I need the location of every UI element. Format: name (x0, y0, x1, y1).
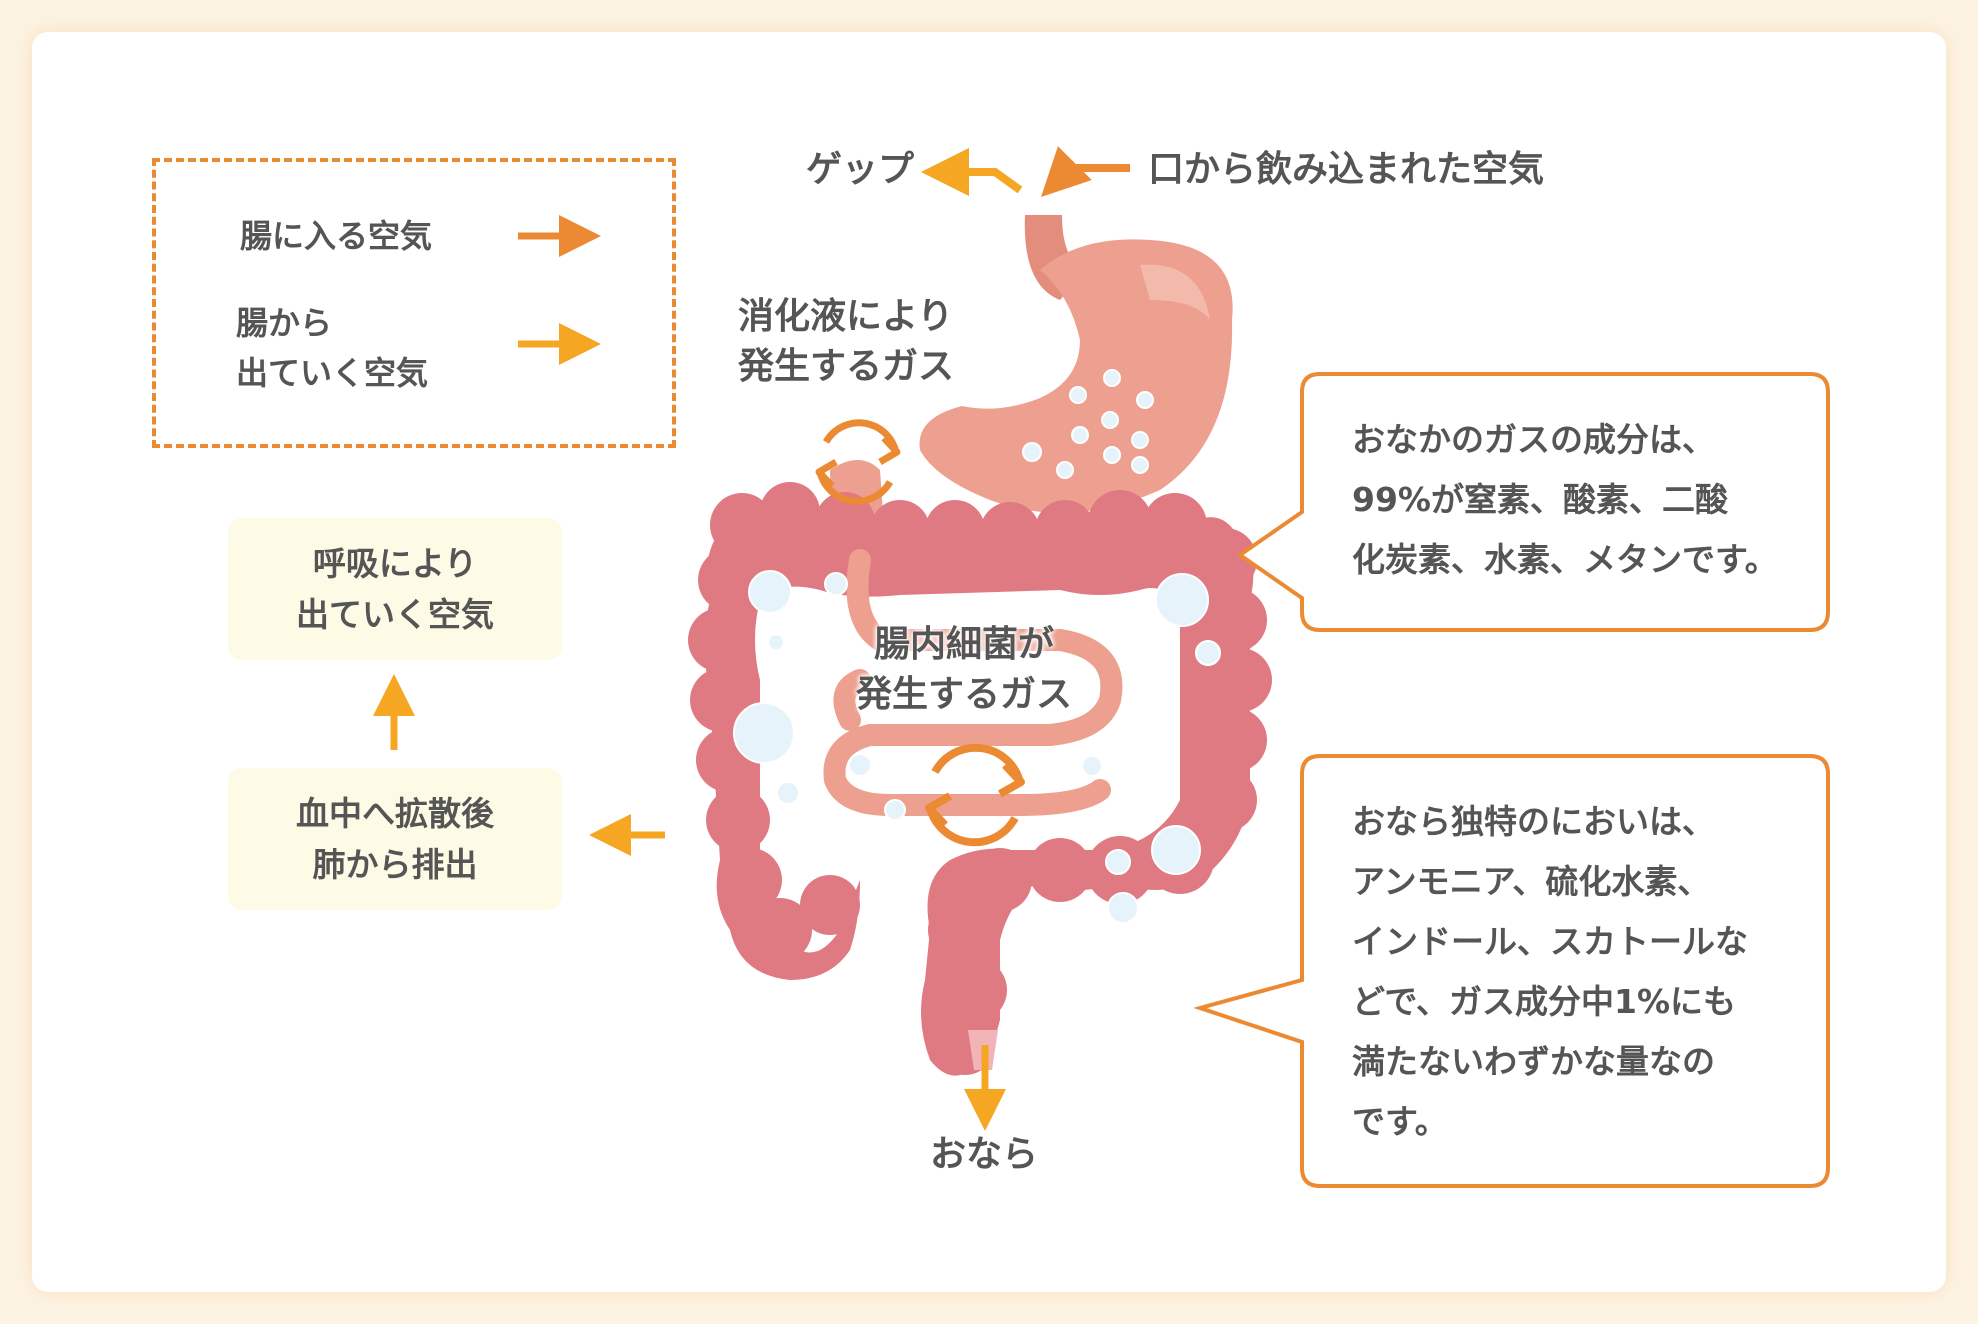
odor-callout-frame (1193, 754, 1830, 1188)
swallowed-air-label: 口から飲み込まれた空気 (1148, 149, 1545, 190)
digestive-gas-label: 消化液により 発生するガス (738, 296, 955, 387)
blood-note: 血中へ拡散後 肺から排出 (228, 768, 562, 910)
burp-label: ゲップ (806, 149, 915, 190)
legend-box (152, 158, 676, 448)
composition-callout-frame (1236, 372, 1830, 632)
composition-callout-text: おなかのガスの成分は、 99%が窒素、酸素、二酸 化炭素、水素、メタンです。 (1352, 420, 1778, 579)
stomach-shape (919, 239, 1233, 513)
odor-callout-text: おなら独特のにおいは、 アンモニア、硫化水素、 インドール、スカトールな どで、… (1352, 802, 1748, 1141)
small-intestine-shape (823, 549, 1123, 816)
legend-in-label: 腸に入る空気 (240, 217, 433, 255)
swallowed-air-arrow-tip-icon (1041, 146, 1092, 197)
fart-label: おなら (930, 1134, 1039, 1175)
digestive-cycle-icon (815, 419, 901, 505)
legend-out-label: 腸から 出ていく空気 (236, 304, 429, 392)
bacteria-cycle-icon (925, 743, 1025, 847)
burp-arrow-icon (921, 148, 1023, 196)
gas-bubbles (733, 369, 1221, 924)
bacteria-gas-label: 腸内細菌が 発生するガス (856, 624, 1073, 715)
stomach-highlight (1140, 264, 1210, 320)
breath-note: 呼吸により 出ていく空気 (228, 518, 562, 660)
